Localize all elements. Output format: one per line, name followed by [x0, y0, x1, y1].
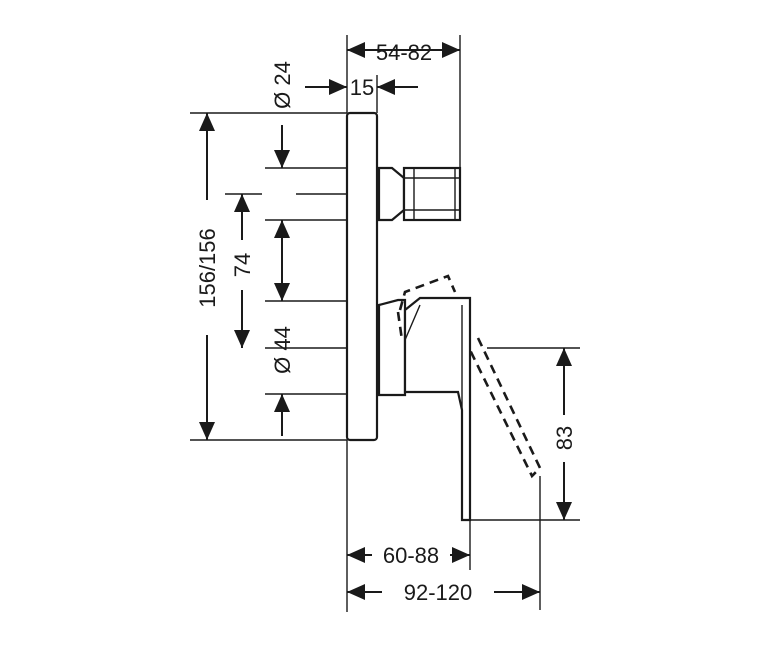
dim-mid-span: [274, 220, 290, 301]
dimension-labels: 54-82 15 Ø 24 156/156 74 Ø 44 83 60-88 9…: [195, 40, 577, 605]
label-plate-depth: 15: [350, 75, 374, 100]
dim-top-width: [347, 42, 460, 58]
dim-plate-depth: [305, 79, 418, 95]
dim-total-height: [199, 113, 215, 440]
lever-handle: [377, 296, 472, 522]
dim-center-distance: [234, 194, 250, 348]
label-outlet-diameter: Ø 24: [270, 61, 295, 109]
label-lever-depth: 60-88: [383, 543, 439, 568]
lever-handle-rotated: [396, 274, 542, 479]
label-top-width: 54-82: [376, 40, 432, 65]
wall-plate: [345, 111, 379, 442]
label-total-height: 156/156: [195, 228, 220, 308]
dim-outlet-diameter: [274, 125, 290, 168]
dim-total-depth: [347, 584, 540, 600]
mixer-body: [345, 111, 542, 612]
label-center-distance: 74: [230, 253, 255, 277]
label-total-depth: 92-120: [404, 580, 473, 605]
dim-handle-diameter: [274, 394, 290, 436]
diverter-outlet: [377, 166, 462, 222]
dimension-lines: [199, 42, 572, 600]
dim-lever-depth: [347, 547, 470, 563]
label-lever-height: 83: [552, 426, 577, 450]
dim-lever-height: [556, 348, 572, 520]
label-handle-diameter: Ø 44: [270, 326, 295, 374]
